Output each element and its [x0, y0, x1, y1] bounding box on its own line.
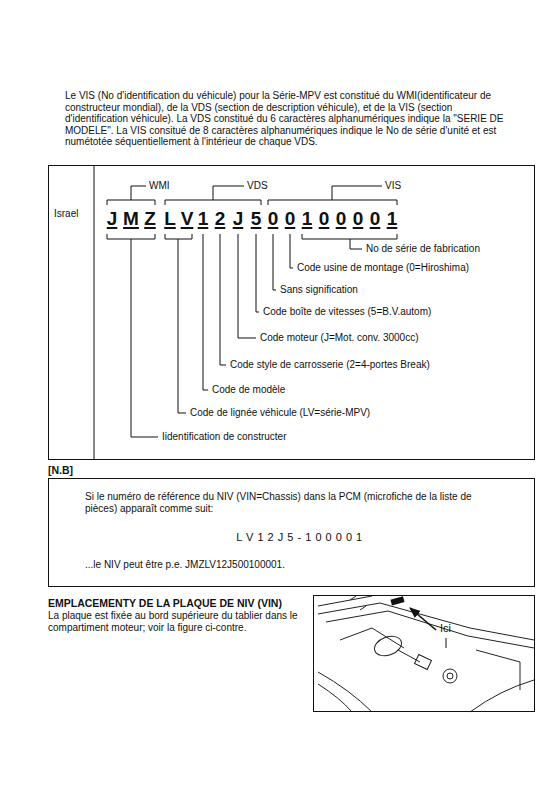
leader-line [273, 234, 276, 290]
country-label: Israel [54, 208, 78, 220]
field-description: Code usine de montage (0=Hiroshima) [297, 262, 469, 274]
intro-paragraph: Le VIS (No d'identification du véhicule)… [65, 90, 517, 148]
leader-line [178, 239, 186, 413]
vin-character: L [164, 209, 176, 229]
vin-character: 0 [336, 209, 347, 229]
vin-character: 0 [370, 209, 381, 229]
leader-line [238, 234, 256, 338]
segment-label: VDS [247, 180, 268, 192]
field-description: No de série de fabrication [366, 243, 480, 255]
vin-character: 5 [251, 209, 262, 229]
vin-character: 0 [285, 209, 296, 229]
field-description: Code de modèle [212, 384, 285, 396]
leader-line [131, 239, 158, 437]
leader-line [268, 200, 397, 205]
engine-bay-illustration [318, 596, 534, 712]
leader-line [256, 234, 259, 312]
leader-line [302, 234, 397, 239]
note-heading: [N.B] [48, 464, 73, 476]
vin-plate [390, 596, 404, 605]
note-text: Si le numéro de référence du NIV (VIN=Ch… [85, 491, 505, 515]
vin-character: M [123, 209, 139, 229]
leader-line [350, 239, 362, 249]
leader-line [107, 234, 155, 239]
vin-character: J [107, 209, 118, 229]
callout-label: Ici [440, 622, 451, 634]
vin-character: J [233, 209, 244, 229]
leader-line [107, 200, 155, 205]
leader-line [332, 186, 382, 200]
vin-character: 0 [353, 209, 364, 229]
field-description: Code style de carrosserie (2=4-portes Br… [230, 359, 430, 371]
vin-character: 1 [302, 209, 313, 229]
example-vin: ...le NIV peut être p.e. JMZLV12J5001000… [85, 559, 514, 571]
field-description: Code de lignée véhicule (LV=série-MPV) [190, 407, 370, 419]
field-description: Sans signification [280, 284, 358, 296]
illustration-box: Ici [313, 595, 535, 712]
note-box: Si le numéro de référence du NIV (VIN=Ch… [48, 478, 535, 587]
pointer-arrow [410, 608, 436, 630]
segment-label: WMI [149, 180, 170, 192]
vin-character: 0 [268, 209, 279, 229]
leader-line [290, 234, 293, 268]
vin-character: Z [144, 209, 156, 229]
leader-line [203, 234, 208, 390]
section-heading: EMPLACEMENTY DE LA PLAQUE DE NIV (VIN) [48, 597, 282, 609]
vin-character: V [181, 209, 194, 229]
field-description: Code boîte de vitesses (5=B.V.autom) [263, 306, 431, 318]
column-divider [94, 165, 95, 460]
field-description: Iidentification de constructer [162, 431, 287, 443]
leader-line [213, 186, 244, 200]
leader-line [131, 186, 146, 200]
leader-line [220, 234, 226, 365]
section-body: La plaque est fixée au bord supérieure d… [48, 610, 303, 633]
tick-mark [446, 638, 447, 648]
segment-label: VIS [385, 180, 401, 192]
field-description: Code moteur (J=Mot. conv. 3000cc) [260, 332, 419, 344]
vin-character: 0 [319, 209, 330, 229]
vin-character: 2 [215, 209, 226, 229]
vin-character: 1 [198, 209, 209, 229]
reference-code: L V 1 2 J 5 - 1 0 0 0 0 1 [85, 531, 514, 543]
vin-character: 1 [387, 209, 398, 229]
leader-line [165, 200, 261, 205]
leader-line [165, 234, 192, 239]
